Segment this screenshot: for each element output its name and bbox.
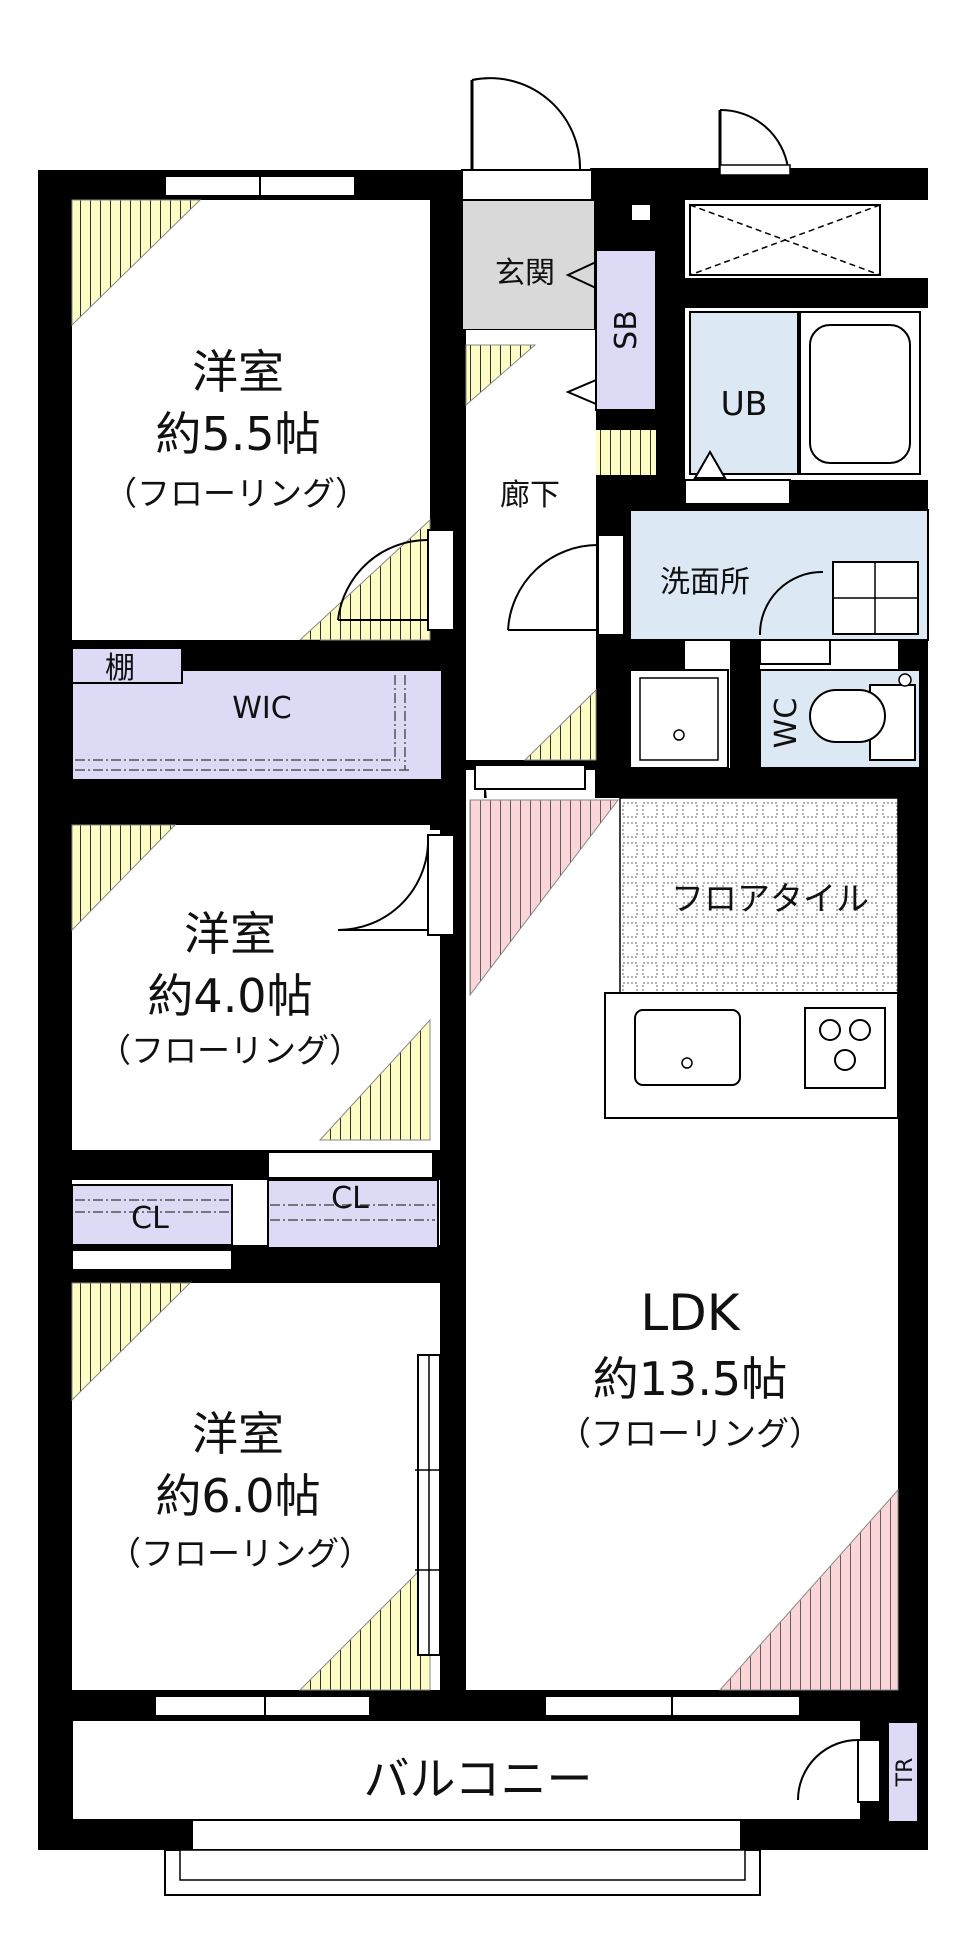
room2-floor: （フローリング） xyxy=(98,1031,362,1070)
closet1-label: CL xyxy=(131,1201,169,1236)
wic-label: WIC xyxy=(232,691,291,726)
balcony-label: バルコニー xyxy=(363,1752,592,1806)
ldk-labels: LDK 約13.5帖 （フローリング） xyxy=(558,1284,822,1453)
door-room1[interactable] xyxy=(337,529,455,631)
room3-labels: 洋室 約6.0帖 （フローリング） xyxy=(108,1407,372,1573)
room-3 xyxy=(71,1282,442,1717)
door-room2[interactable] xyxy=(337,834,455,936)
entrance xyxy=(461,169,596,331)
balcony xyxy=(38,1719,928,1896)
room2-size: 約4.0帖 xyxy=(147,969,312,1023)
room2-name: 洋室 xyxy=(184,907,276,961)
ldk-name: LDK xyxy=(640,1284,740,1342)
room1-name: 洋室 xyxy=(192,345,284,399)
room2-labels: 洋室 約4.0帖 （フローリング） xyxy=(98,907,362,1070)
closet2-label: CL xyxy=(331,1181,369,1216)
room3-size: 約6.0帖 xyxy=(155,1469,320,1523)
room-1 xyxy=(71,175,431,641)
trunk-room-label: TR xyxy=(893,1758,918,1788)
wc xyxy=(759,669,921,769)
room3-name: 洋室 xyxy=(192,1407,284,1461)
unit-bath-label: UB xyxy=(721,384,768,423)
door-washroom[interactable] xyxy=(507,534,625,636)
room1-size: 約5.5帖 xyxy=(155,407,320,461)
room-2 xyxy=(71,824,431,1150)
washroom-label: 洗面所 xyxy=(660,565,750,600)
unit-bath xyxy=(684,308,928,505)
ldk-floor: （フローリング） xyxy=(558,1414,822,1453)
shoe-box-label: SB xyxy=(609,310,644,350)
shelf-label: 棚 xyxy=(105,651,135,686)
closets xyxy=(71,1151,439,1271)
ldk-size: 約13.5帖 xyxy=(593,1352,787,1406)
wic-area xyxy=(71,640,443,781)
floor-tile-label: フロアタイル xyxy=(671,879,869,918)
room3-floor: （フローリング） xyxy=(108,1534,372,1573)
ldk xyxy=(466,797,899,1717)
room1-floor: （フローリング） xyxy=(104,474,368,513)
hallway xyxy=(465,330,656,761)
washroom xyxy=(629,509,929,769)
room1-labels: 洋室 約5.5帖 （フローリング） xyxy=(104,345,368,513)
front-door[interactable] xyxy=(470,77,582,171)
wc-label: WC xyxy=(769,698,804,749)
storage-top xyxy=(632,108,928,278)
entrance-label: 玄関 xyxy=(495,256,555,291)
hallway-label: 廊下 xyxy=(500,478,560,513)
shoe-box[interactable] xyxy=(565,249,657,411)
